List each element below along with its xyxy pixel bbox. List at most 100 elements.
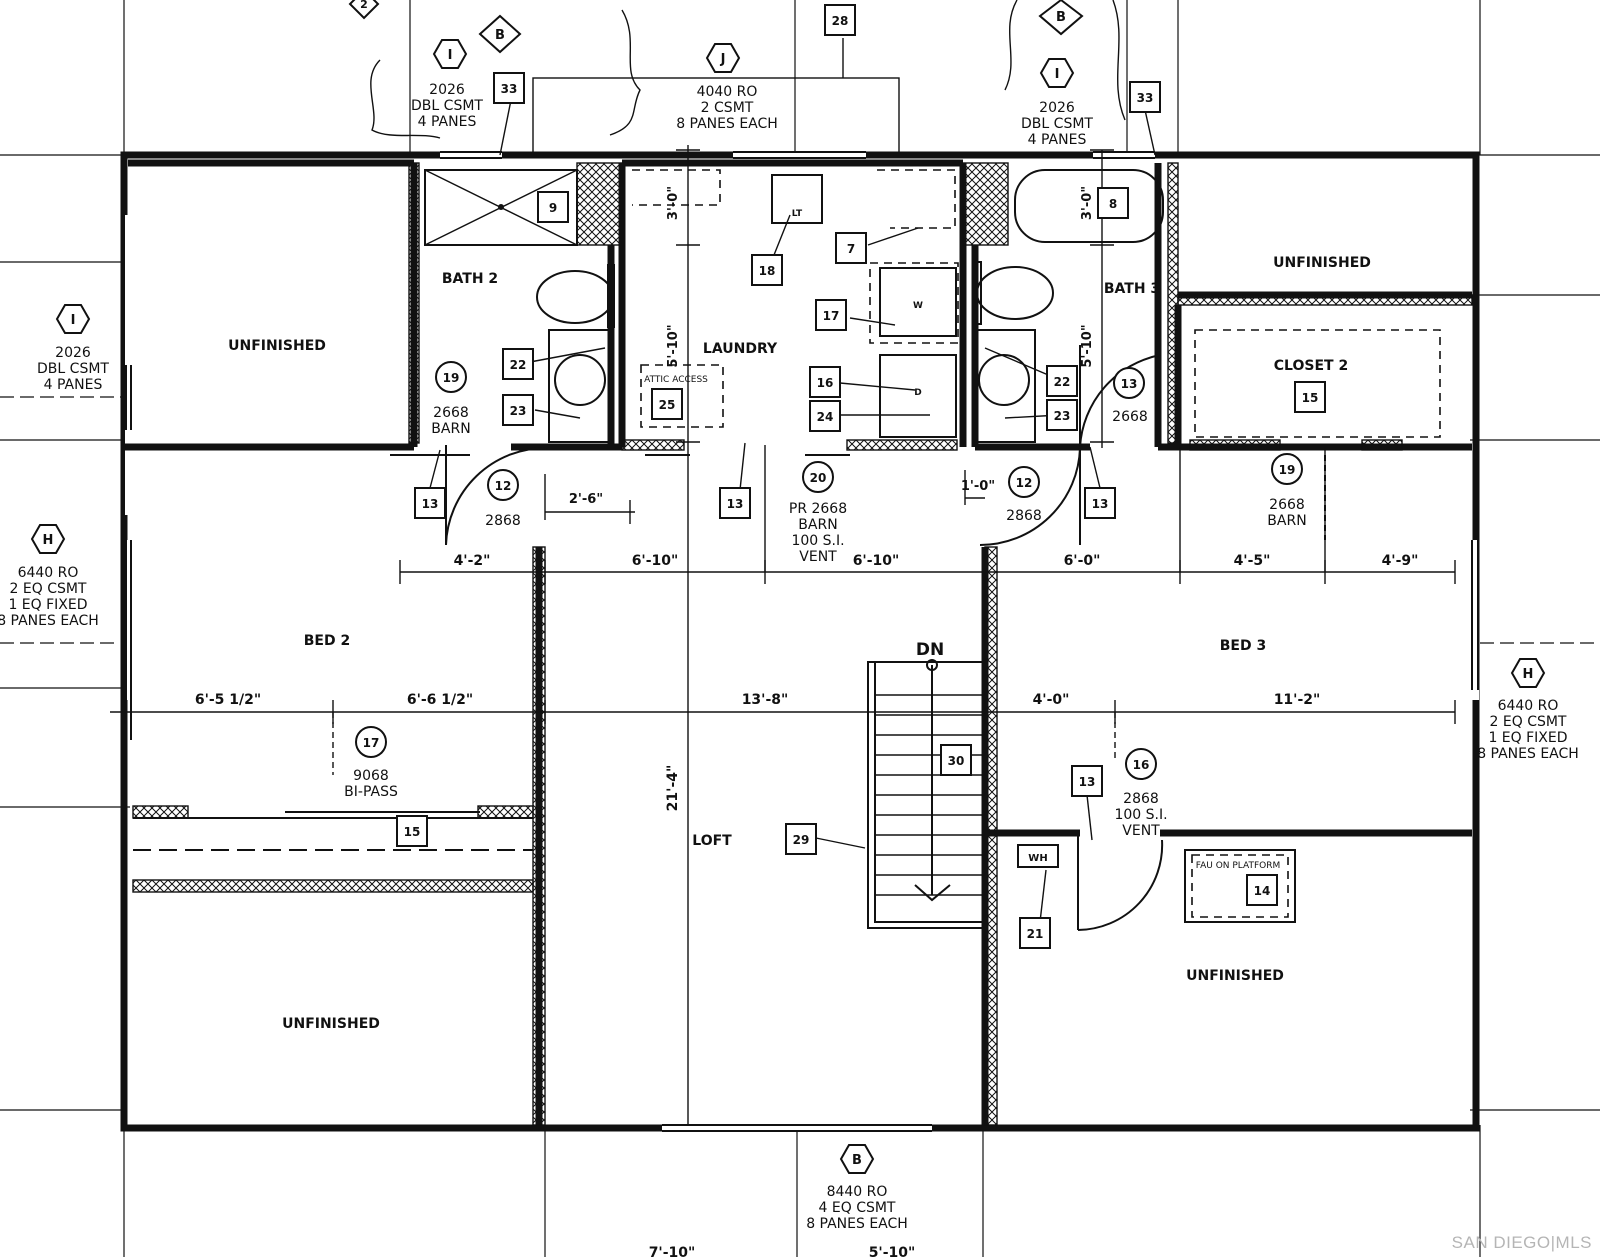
- door-note: 19 2668 BARN: [431, 361, 471, 437]
- key-note-tag: 15: [404, 825, 421, 839]
- door-note: 16 2868 100 S.I. VENT: [1114, 748, 1168, 839]
- key-note-tag: 25: [659, 398, 676, 412]
- door-note: 19 2668 BARN: [1267, 453, 1307, 529]
- key-note-tag: 7: [847, 242, 855, 256]
- window-note-line: 2 EQ CSMT: [10, 581, 87, 597]
- window-tag: H: [43, 533, 54, 548]
- door-note: 13 2668: [1112, 367, 1148, 425]
- door-note-line: PR 2668: [789, 501, 847, 517]
- door-note-line: BARN: [1267, 513, 1306, 529]
- door-note: 12 2868: [1006, 466, 1042, 524]
- window-note-line: 2026: [429, 82, 465, 98]
- window-note: I 2026 DBL CSMT 4 PANES: [1021, 58, 1093, 148]
- door-note-line: VENT: [799, 549, 837, 565]
- window-note-line: 8440 RO: [827, 1184, 888, 1200]
- key-note-tag: 28: [832, 14, 849, 28]
- room-label: UNFINISHED: [228, 338, 326, 354]
- door-notes: 19 2668 BARN 12 2868 20 PR 2668 BARN 100…: [344, 361, 1307, 839]
- door-note: 12 2868: [485, 469, 521, 529]
- room-labels: UNFINISHED BATH 2 LAUNDRY BATH 3 UNFINIS…: [228, 255, 1371, 1032]
- key-note-tag: 9: [549, 201, 557, 215]
- door-note-line: 100 S.I.: [1114, 807, 1167, 823]
- diamond-tags: 2 B B: [348, 0, 1084, 54]
- door-note-line: BARN: [431, 421, 470, 437]
- window-note-line: DBL CSMT: [1021, 116, 1093, 132]
- window-note: J 4040 RO 2 CSMT 8 PANES EACH: [676, 43, 778, 132]
- window-note-line: 2 CSMT: [701, 100, 754, 116]
- key-note-tag: 33: [1137, 91, 1154, 105]
- door-note: 20 PR 2668 BARN 100 S.I. VENT: [789, 461, 847, 565]
- attic-access-label: ATTIC ACCESS: [644, 375, 708, 385]
- room-label: BATH 3: [1104, 281, 1160, 297]
- key-note-tag: 16: [817, 376, 834, 390]
- window-note-line: 8 PANES EACH: [0, 613, 99, 629]
- door-tag: 17: [363, 736, 380, 750]
- window-note-line: 8 PANES EACH: [1477, 746, 1579, 762]
- dimension-text: 6'-5 1/2": [195, 692, 261, 708]
- window-note-line: DBL CSMT: [37, 361, 109, 377]
- stair-direction-label: DN: [916, 640, 944, 660]
- key-note-tag: 24: [817, 410, 834, 424]
- key-note-tag: 33: [501, 82, 518, 96]
- dimension-texts: 3'-0" 3'-0" 5'-10" 5'-10" 2'-6" 1'-0" 4'…: [195, 186, 1419, 1257]
- window-note: I 2026 DBL CSMT 4 PANES: [411, 39, 483, 130]
- key-note-tag: 29: [793, 833, 810, 847]
- window-note-line: 6440 RO: [18, 565, 79, 581]
- key-note-tag: 30: [948, 754, 965, 768]
- key-note-tag: 23: [1054, 409, 1071, 423]
- dimension-text: 4'-5": [1234, 553, 1271, 569]
- key-note-tag: 22: [1054, 375, 1071, 389]
- key-note-tag: 21: [1027, 927, 1044, 941]
- door-tag: 19: [1279, 463, 1296, 477]
- door-swings: [390, 345, 1326, 931]
- key-note-tag: 13: [422, 497, 439, 511]
- key-note-tag: 15: [1302, 391, 1319, 405]
- dimension-text: 3'-0": [1080, 186, 1095, 220]
- window-note-line: 2 EQ CSMT: [1490, 714, 1567, 730]
- door-note-line: 2668: [433, 405, 469, 421]
- window-note-line: DBL CSMT: [411, 98, 483, 114]
- room-label: LAUNDRY: [703, 341, 778, 357]
- door-note-line: BI-PASS: [344, 784, 398, 800]
- dimension-text: 21'-4": [665, 765, 681, 812]
- dimension-text: 3'-0": [666, 186, 681, 220]
- dimension-text: 6'-6 1/2": [407, 692, 473, 708]
- key-note-tag: 13: [727, 497, 744, 511]
- window-tag: I: [71, 313, 76, 328]
- key-note-tag: 14: [1254, 884, 1271, 898]
- key-note-tag: 13: [1079, 775, 1096, 789]
- window-note-line: 6440 RO: [1498, 698, 1559, 714]
- window-note: B 8440 RO 4 EQ CSMT 8 PANES EACH: [806, 1144, 908, 1232]
- washer-label: W: [913, 301, 923, 311]
- window-tag: H: [1523, 667, 1534, 682]
- window-note-line: 4 PANES: [1028, 132, 1087, 148]
- water-heater-label: WH: [1028, 853, 1047, 864]
- door-tag: 20: [810, 471, 827, 485]
- room-label: LOFT: [692, 833, 732, 849]
- door-note: 17 9068 BI-PASS: [344, 726, 398, 800]
- dimension-text: 1'-0": [961, 479, 995, 494]
- door-note-line: 2668: [1112, 409, 1148, 425]
- staircase: [867, 659, 986, 929]
- window-note-line: 1 EQ FIXED: [1488, 730, 1567, 746]
- door-note-line: 2868: [485, 513, 521, 529]
- window-tag: I: [1055, 67, 1060, 82]
- dimension-text: 5'-10": [1080, 324, 1095, 367]
- door-note-line: 2868: [1123, 791, 1159, 807]
- room-label: CLOSET 2: [1274, 358, 1348, 374]
- dimension-text: 13'-8": [742, 692, 789, 708]
- window-note-line: 2026: [1039, 100, 1075, 116]
- window-note: H 6440 RO 2 EQ CSMT 1 EQ FIXED 8 PANES E…: [0, 524, 99, 629]
- door-tag: 16: [1133, 758, 1150, 772]
- key-note-tag: 22: [510, 358, 527, 372]
- key-note-tag: 8: [1109, 197, 1117, 211]
- mls-watermark: SAN DIEGO|MLS: [1451, 1233, 1592, 1252]
- window-tag: J: [720, 52, 726, 67]
- diamond-tag: B: [1056, 10, 1066, 25]
- fixtures: [424, 169, 1441, 929]
- door-tag: 19: [443, 371, 460, 385]
- door-note-line: VENT: [1122, 823, 1160, 839]
- dimension-text: 6'-10": [632, 553, 679, 569]
